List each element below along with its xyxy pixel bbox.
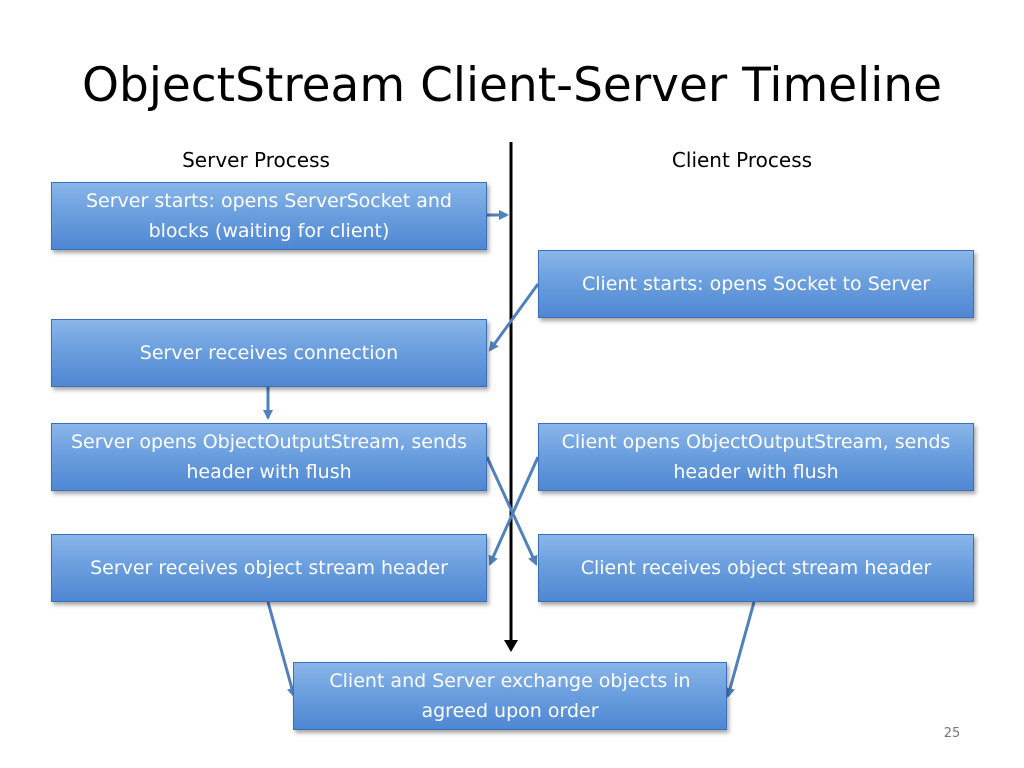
server-opens-stream-text: Server opens ObjectOutputStream, sends h… [71,431,467,483]
arrow-client-start-to-server-connection [488,283,540,352]
exchange-objects-box: Client and Server exchange objects in ag… [293,662,727,730]
server-receives-connection-box: Server receives connection [51,319,487,387]
page-number: 25 [943,726,961,741]
client-opens-stream-text: Client opens ObjectOutputStream, sends h… [561,431,951,483]
arrow-client-stream-to-server-header [488,456,540,566]
arrow-server-stream-to-client-header [485,456,538,566]
server-receives-connection-text: Server receives connection [139,342,399,364]
server-receives-header-box: Server receives object stream header [51,534,487,602]
client-receives-header-text: Client receives object stream header [580,557,932,579]
client-process-label: Client Process [671,148,813,172]
client-start-text: Client starts: opens Socket to Server [581,273,931,295]
client-receives-header-box: Client receives object stream header [538,534,974,602]
exchange-objects-text: Client and Server exchange objects in ag… [329,670,691,722]
server-receives-header-text: Server receives object stream header [90,557,448,579]
server-start-box: Server starts: opens ServerSocket and bl… [51,182,487,250]
server-start-text: Server starts: opens ServerSocket and bl… [86,190,452,242]
server-process-label: Server Process [182,148,330,172]
client-opens-stream-box: Client opens ObjectOutputStream, sends h… [538,423,974,491]
server-opens-stream-box: Server opens ObjectOutputStream, sends h… [51,423,487,491]
arrow-server-header-to-exchange [266,601,297,698]
slide-title: ObjectStream Client-Server Timeline [82,58,942,113]
arrow-client-header-to-exchange [725,601,756,698]
client-start-box: Client starts: opens Socket to Server [538,250,974,318]
